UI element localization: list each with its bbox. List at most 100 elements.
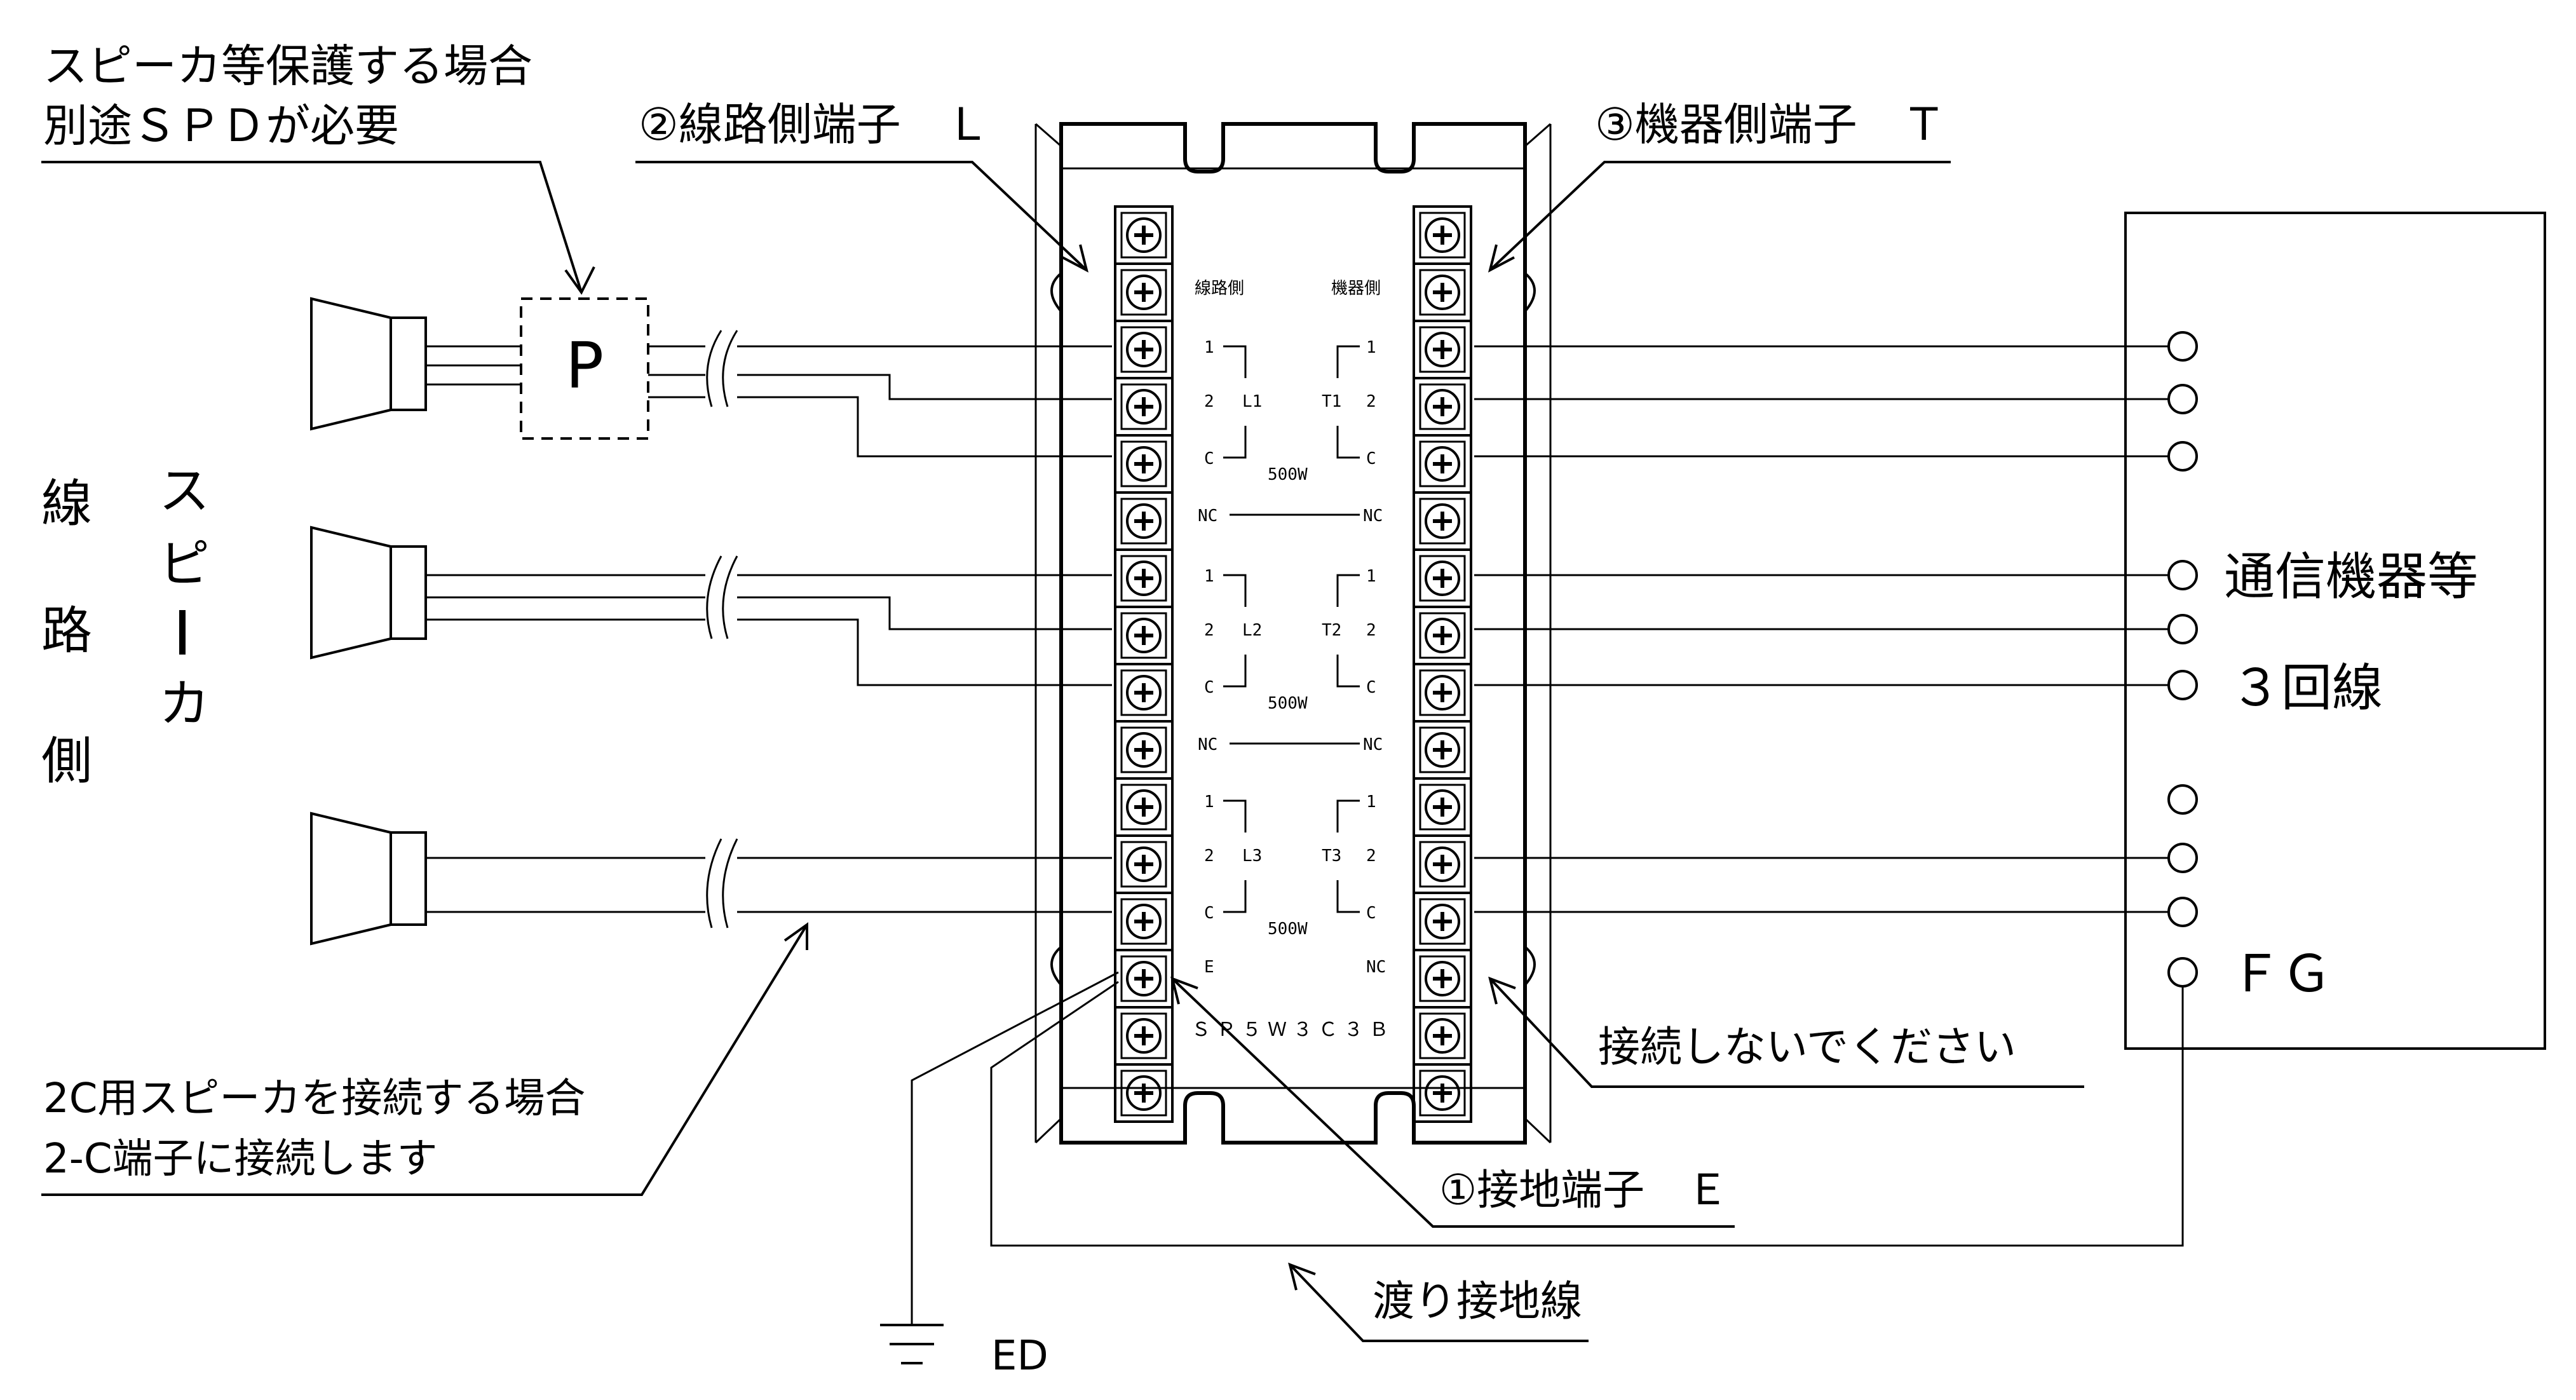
speaker-1 [310,297,427,431]
speaker-2c-arrow [783,922,808,950]
protector-label: P [566,329,604,403]
spd-note-line2: 別途ＳＰＤが必要 [43,100,399,152]
line-bracket-top [1223,574,1247,607]
rating-label: 500W [1268,465,1308,484]
line-pin-label: 1 [1204,338,1214,357]
earth-terminal-leader [1171,977,1735,1228]
speaker-2 [310,526,427,660]
protector-device [1034,122,1552,1145]
equip-terminal-callout: ③機器側端子 Ｔ [1595,99,1946,151]
line-bracket-top [1223,799,1247,833]
line-terminal-leader [635,161,1088,271]
equip-side-terminal-strip [1413,205,1472,1123]
equipment-box [2124,212,2546,1050]
speaker-2c-note-line2: 2-C端子に接続します [43,1136,438,1183]
screw-terminal [1413,1063,1472,1123]
equip-pin-label: 1 [1366,792,1376,812]
device-header-equip: 機器側 [1331,279,1381,298]
line-pin-label: 2 [1204,392,1214,411]
screw-terminal [1413,949,1472,1009]
vertical-speaker-char-2: ピ [159,534,210,594]
screw-terminal [1114,262,1174,322]
screw-terminal [1413,205,1472,265]
screw-terminal [1413,777,1472,837]
do-not-connect-callout: 接続しないでください [1598,1023,2016,1071]
equip-bracket-bottom [1336,880,1360,913]
screw-terminal [1114,777,1174,837]
screw-terminal [1114,949,1174,1009]
line-pin-label: C [1204,449,1214,468]
equip-bracket-bottom [1336,655,1360,688]
jumper-earth-arrow [1288,1262,1316,1291]
line-pin-label: 1 [1204,567,1214,586]
jumper-earth-leader [1289,1263,1589,1342]
line-bracket-bottom [1223,655,1247,688]
line-circuit-label: L1 [1242,392,1262,411]
screw-terminal [1413,491,1472,551]
do-not-connect-leader [1489,977,2084,1088]
speaker-2c-note-line1: 2C用スピーカを接続する場合 [43,1075,585,1122]
equip-pin-label: C [1366,904,1376,923]
line-pin-label: 2 [1204,846,1214,866]
vertical-line-char-2: 路 [41,601,92,660]
line-bracket-bottom [1223,880,1247,913]
line-terminal-callout: ②線路側端子 Ｌ [639,99,990,151]
equipment-terminals [2167,331,2198,988]
screw-terminal [1114,834,1174,894]
screw-terminal [1114,663,1174,723]
screw-terminal [1413,548,1472,608]
earth-terminal-callout: ①接地端子 Ｅ [1439,1166,1728,1214]
screw-terminal [1114,1006,1174,1066]
equip-circuit-label: T2 [1322,621,1341,640]
screw-terminal [1114,205,1174,265]
equip-terminal-leader [1489,161,1951,271]
vertical-speaker-char-3 [179,610,186,655]
line-pin-label: C [1204,904,1214,923]
protector-box [520,297,649,440]
vertical-line-char-3: 側 [41,731,92,791]
equip-circuit-label: T1 [1322,392,1341,411]
fg-label: ＦＧ [2230,944,2332,1003]
screw-terminal [1413,320,1472,379]
earth-wiring [880,971,2184,1364]
screw-terminal [1413,834,1472,894]
screw-terminal [1114,320,1174,379]
screw-terminal [1413,262,1472,322]
line-side-terminal-strip [1114,205,1174,1123]
rating-label: 500W [1268,694,1308,713]
line-pin-label: 1 [1204,792,1214,812]
screw-terminal [1114,892,1174,951]
screw-terminal [1413,892,1472,951]
left-wires [426,330,1112,928]
nc-right-label: NC [1363,735,1383,754]
spd-leader-line [41,161,583,293]
line-terminal-arrow [1062,244,1089,273]
nc-left-label: NC [1198,506,1217,526]
screw-terminal [1114,1063,1174,1123]
screw-terminal [1114,491,1174,551]
screw-terminal [1114,434,1174,494]
screw-terminal [1114,606,1174,665]
earth-terminal-arrow [1170,976,1198,1005]
rating-label: 500W [1268,920,1308,939]
vertical-speaker-char-1: ス [159,461,210,520]
device-header-line: 線路側 [1195,279,1244,298]
screw-terminal [1413,720,1472,780]
vertical-line-char-1: 線 [41,474,92,533]
screw-terminal [1413,1006,1472,1066]
equip-bracket-bottom [1336,426,1360,459]
jumper-earth-callout: 渡り接地線 [1373,1277,1582,1326]
ground-label: ED [991,1333,1048,1380]
line-pin-label: 2 [1204,621,1214,640]
screw-terminal [1413,434,1472,494]
device-model: ＳＰ５Ｗ３Ｃ３Ｂ [1191,1019,1395,1041]
equip-pin-label: 2 [1366,621,1376,640]
equip-bracket-top [1336,345,1360,378]
equip-pin-label: C [1366,449,1376,468]
screw-terminal [1413,377,1472,437]
screw-terminal [1114,548,1174,608]
spd-leader-arrow [564,266,595,295]
do-not-connect-arrow [1488,976,1516,1005]
